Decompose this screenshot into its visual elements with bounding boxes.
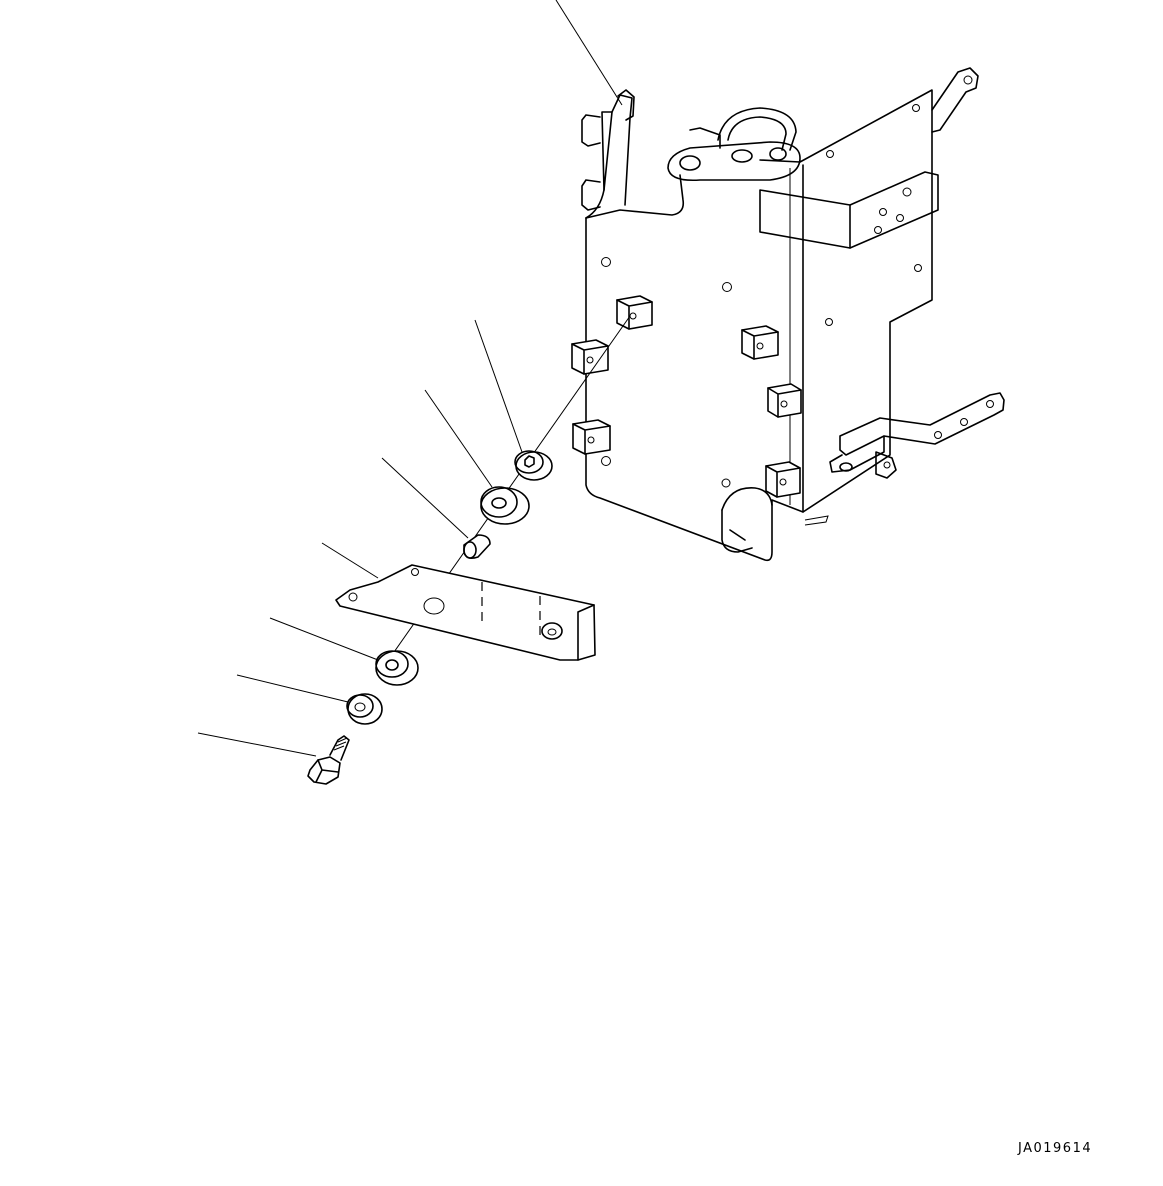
rubber-pad-1 xyxy=(617,296,652,329)
rubber-pad-4 xyxy=(768,384,801,417)
callout-leader-collar xyxy=(382,458,468,538)
drawing-code-label: JA019614 xyxy=(1018,1141,1093,1156)
callout-leader-main-plate xyxy=(556,0,622,105)
main-bracket-plate xyxy=(572,68,1004,560)
bolt xyxy=(308,736,349,784)
callout-leader-bolt xyxy=(198,733,316,756)
rubber-mount-large-upper xyxy=(481,487,529,524)
callout-leader-large-mount-upper xyxy=(425,390,492,487)
support-bracket xyxy=(336,565,595,660)
callout-leader-small-mount xyxy=(475,320,522,452)
rubber-pad-6 xyxy=(766,462,800,497)
rubber-pad-2 xyxy=(572,340,608,374)
callout-leader-large-mount-lower xyxy=(270,618,378,660)
rubber-mount-large-lower xyxy=(376,651,418,685)
callout-leader-support-bracket xyxy=(322,543,378,578)
callout-leader-washer xyxy=(237,675,348,702)
rubber-pad-3 xyxy=(742,326,778,359)
rubber-mount-small xyxy=(515,451,552,480)
collar-sleeve xyxy=(464,535,490,558)
washer xyxy=(347,694,382,724)
rubber-pad-5 xyxy=(573,420,610,454)
